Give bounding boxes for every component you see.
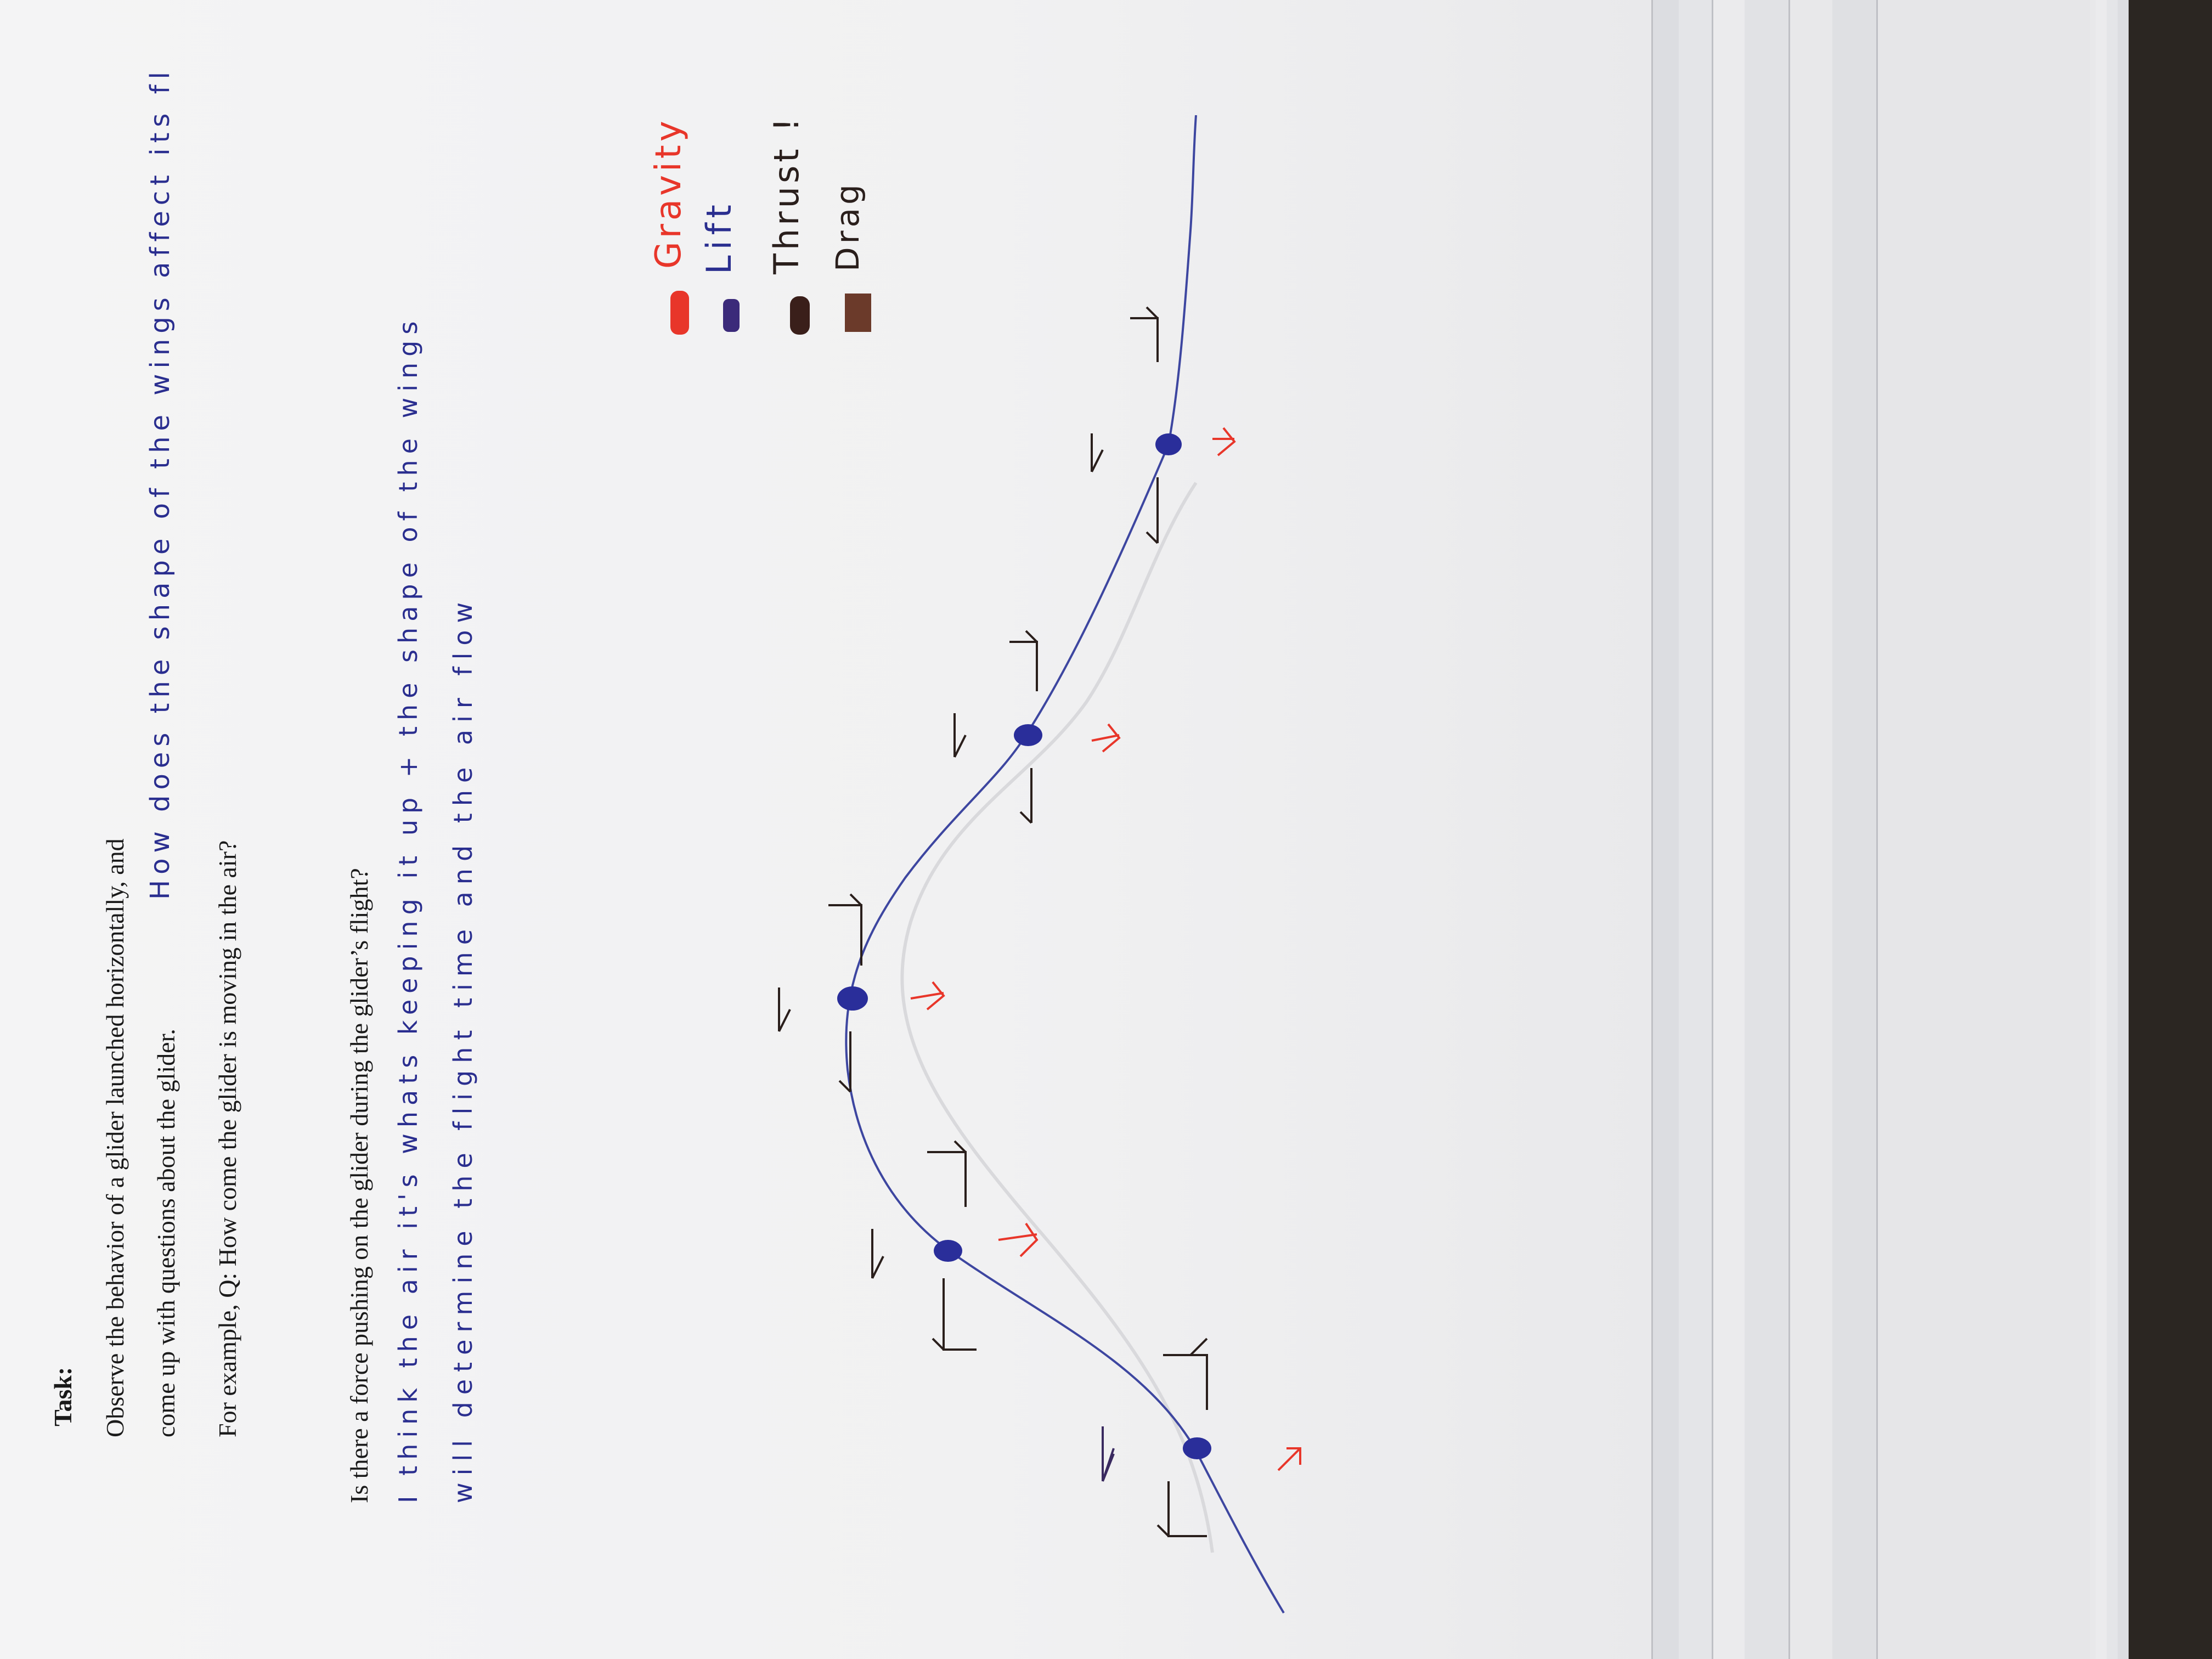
force-point [871, 1140, 1039, 1351]
lift-arrow-icon [871, 1229, 884, 1279]
instruction-line-2: come up with questions about the glider. [152, 1029, 180, 1437]
gravity-arrow-icon [1091, 723, 1121, 753]
legend-swatch-gravity [670, 291, 689, 335]
worksheet-paper [0, 0, 1651, 1659]
drag-arrow-icon [932, 1278, 977, 1351]
answer-line-2: will determine the flight time and the a… [448, 595, 478, 1503]
gravity-arrow-icon [910, 981, 945, 1011]
legend-label-thrust: Thrust ! [766, 115, 806, 275]
lift-arrow-icon [778, 988, 791, 1032]
instruction-line-1: Observe the behavior of a glider launche… [101, 838, 129, 1437]
drag-arrow-icon [1156, 1481, 1207, 1537]
legend-label-lift: Lift [699, 199, 739, 274]
force-question: Is there a force pushing on the glider d… [345, 868, 373, 1503]
thrust-arrow-icon [927, 1140, 967, 1207]
legend-swatch-thrust [790, 296, 810, 335]
gravity-arrow-icon [998, 1222, 1039, 1257]
gravity-arrow-icon [1212, 427, 1236, 456]
glider-dot [1155, 433, 1182, 455]
background-sheet [1876, 0, 2090, 1659]
task-label: Task: [49, 1367, 77, 1426]
legend: Gravity Lift Thrust ! Drag [648, 115, 871, 335]
thrust-arrow-icon [1163, 1338, 1208, 1410]
gravity-arrow-icon [1277, 1447, 1301, 1471]
pencil-sketch-line [900, 482, 1214, 1553]
lift-arrow-icon [1102, 1426, 1115, 1482]
thrust-arrow-icon [828, 893, 862, 966]
sheet-edge [1876, 0, 1878, 1659]
force-point [953, 630, 1121, 824]
legend-swatch-lift [723, 299, 740, 332]
sheet-edge [1788, 0, 1790, 1659]
drag-arrow-icon [1019, 768, 1032, 824]
legend-swatch-drag [845, 294, 871, 332]
sheet-edge [1712, 0, 1713, 1659]
answer-line-1: I think the air it's whats keeping it up… [393, 315, 423, 1503]
lift-arrow-icon [953, 713, 967, 758]
glider-dot [934, 1240, 962, 1262]
thrust-arrow-icon [1130, 306, 1159, 362]
handwritten-question: How does the shape of the wings affect i… [145, 66, 176, 900]
thrust-arrow-icon [1009, 630, 1038, 691]
legend-label-drag: Drag [829, 181, 866, 272]
glider-dot [1183, 1437, 1211, 1459]
force-point [1102, 1338, 1301, 1537]
sheet-edge [1651, 0, 1653, 1659]
force-point [1091, 306, 1236, 544]
glider-dot [837, 986, 868, 1011]
drag-arrow-icon [838, 1031, 851, 1093]
glider-dot [1014, 724, 1042, 746]
lift-arrow-icon [1091, 433, 1104, 472]
example-question: For example, Q: How come the glider is m… [213, 840, 241, 1437]
drag-arrow-icon [1146, 477, 1159, 544]
force-point [778, 893, 945, 1093]
legend-label-gravity: Gravity [648, 117, 689, 269]
glider-flight-path [845, 115, 1285, 1614]
